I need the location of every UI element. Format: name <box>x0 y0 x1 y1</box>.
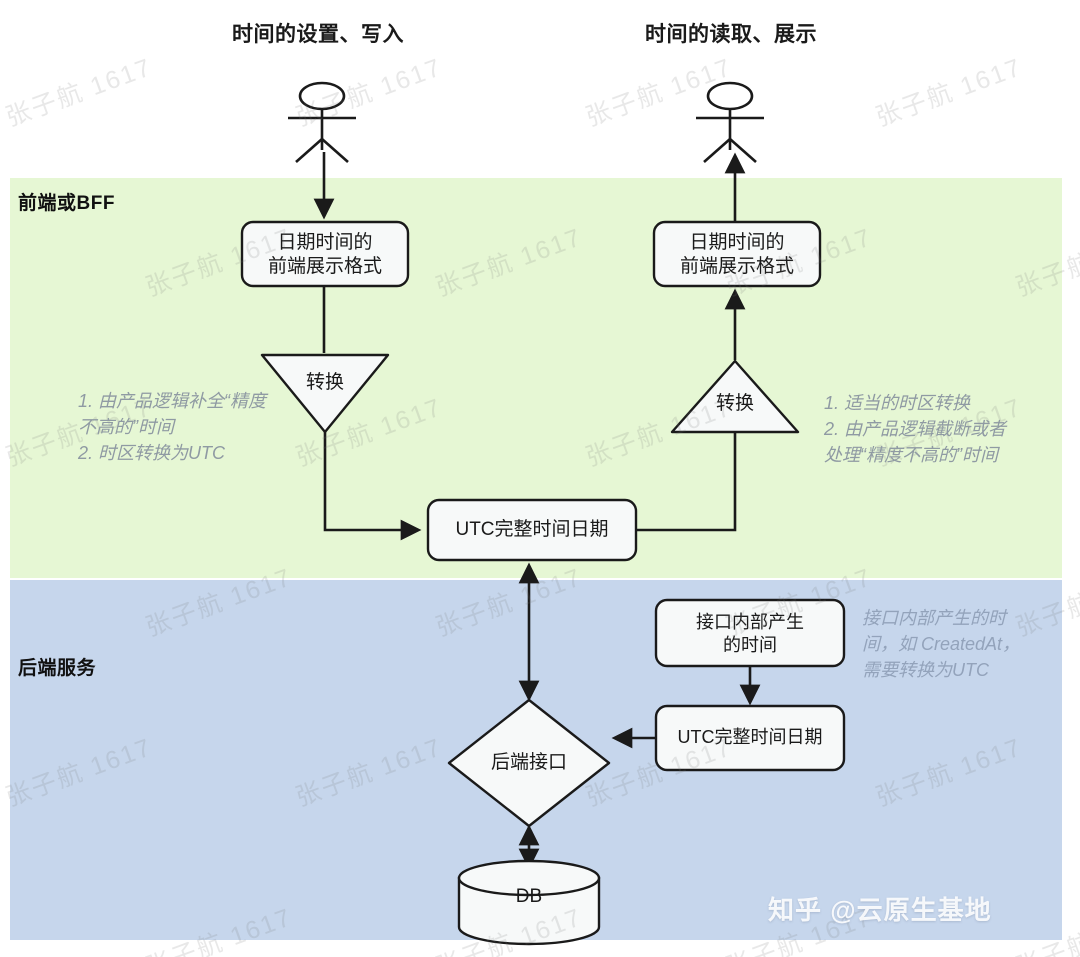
band-label-frontend: 前端或BFF <box>18 193 115 214</box>
node-display-format-read <box>652 220 822 288</box>
actor-write-icon <box>288 81 356 163</box>
node-api-internal-time <box>654 598 846 668</box>
actor-read-icon <box>696 81 764 163</box>
title-read-flow: 时间的读取、展示 <box>645 23 817 46</box>
annotation-backend-internal: 接口内部产生的时 间，如 CreatedAt， 需要转换为UTC <box>862 608 1021 681</box>
node-convert-write <box>260 353 390 434</box>
node-db <box>457 859 601 946</box>
node-display-format-write <box>240 220 410 288</box>
node-convert-read <box>670 359 800 434</box>
annotation-read-convert: 1. 适当的时区转换 2. 由产品逻辑截断或者 处理“精度不高的”时间 <box>824 393 1007 466</box>
connector-utc-to-convert-read <box>636 432 737 532</box>
node-backend-api <box>447 698 611 828</box>
node-utc-full-backend <box>654 704 846 772</box>
title-write-flow: 时间的设置、写入 <box>232 23 404 46</box>
annotation-write-convert: 1. 由产品逻辑补全“精度 不高的”时间 2. 时区转换为UTC <box>78 391 267 464</box>
connector-convert-to-utc-write <box>323 432 422 541</box>
zhihu-watermark: 知乎 @云原生基地 <box>768 895 992 925</box>
band-label-backend: 后端服务 <box>18 658 97 679</box>
node-utc-full-frontend <box>426 498 638 562</box>
